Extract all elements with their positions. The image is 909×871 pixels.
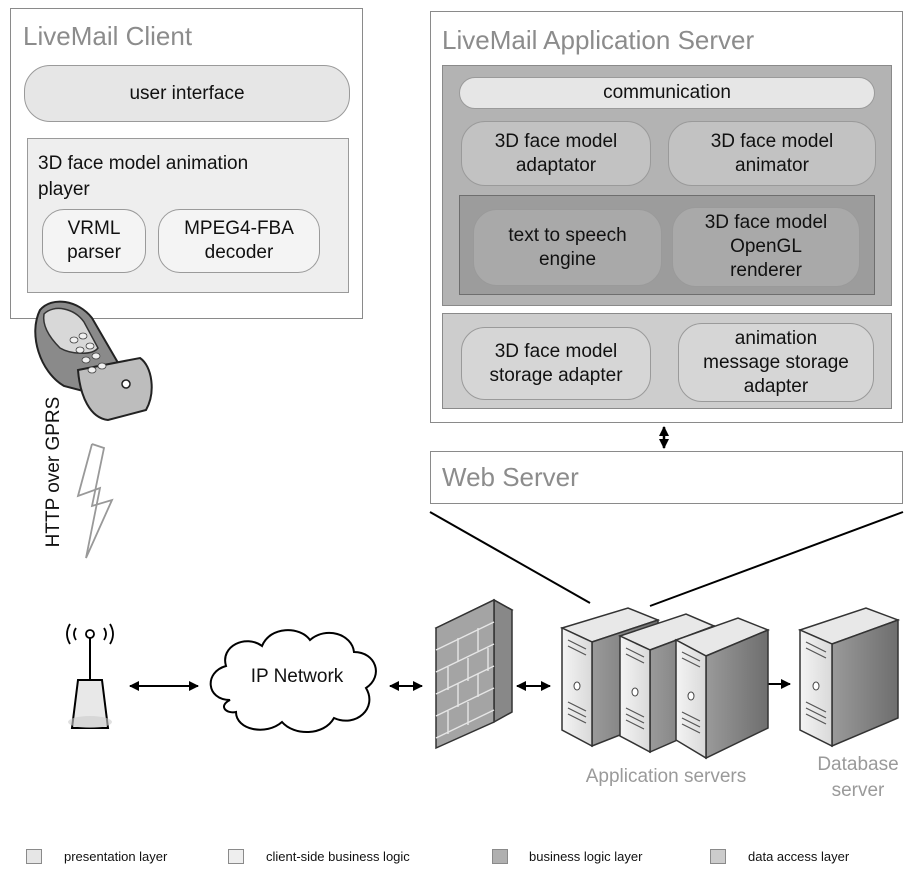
- database-server-label: Database server: [817, 754, 899, 801]
- opengl-renderer-box: 3D face model OpenGL renderer: [672, 207, 860, 287]
- legend-swatch-business-logic: [492, 849, 508, 864]
- mpeg4-decoder-box: MPEG4-FBA decoder: [158, 209, 320, 273]
- http-over-gprs-label: HTTP over GPRS: [43, 396, 64, 548]
- application-servers-icon: [559, 607, 770, 760]
- vrml-parser-box: VRML parser: [42, 209, 146, 273]
- client-title: LiveMail Client: [23, 21, 193, 51]
- firewall-icon: [434, 598, 514, 750]
- web-server-title: Web Server: [442, 462, 579, 492]
- legend-label-presentation: presentation layer: [64, 849, 168, 864]
- data-access-area: 3D face model storage adapter animation …: [442, 313, 892, 409]
- application-servers-label: Application servers: [585, 766, 747, 787]
- application-server-title: LiveMail Application Server: [442, 25, 755, 55]
- ip-network-cloud-icon: [209, 629, 377, 734]
- legend-label-business-logic: business logic layer: [529, 849, 643, 864]
- webserver-link-right: [649, 511, 904, 607]
- application-server-panel: LiveMail Application Server communicatio…: [430, 11, 903, 423]
- ip-network-label: IP Network: [250, 666, 344, 687]
- face-model-storage-adapter-box: 3D face model storage adapter: [461, 327, 651, 400]
- livemail-client-panel: LiveMail Client user interface 3D face m…: [10, 8, 363, 319]
- business-logic-area: communication 3D face model adaptator 3D…: [442, 65, 892, 306]
- wireless-signal-icon: [76, 443, 114, 559]
- animation-player-title: 3D face model animation player: [38, 153, 249, 200]
- antenna-icon: [66, 623, 114, 729]
- message-storage-adapter-box: animation message storage adapter: [678, 323, 874, 402]
- legend-swatch-data-access: [710, 849, 726, 864]
- text-to-speech-engine-box: text to speech engine: [473, 209, 662, 286]
- legend-swatch-presentation: [26, 849, 42, 864]
- face-model-adaptator-box: 3D face model adaptator: [461, 121, 651, 186]
- server-tower-3: [674, 617, 770, 760]
- legend-label-client-logic: client-side business logic: [266, 849, 410, 864]
- legend-label-data-access: data access layer: [748, 849, 850, 864]
- webserver-link-left: [429, 511, 591, 604]
- mobile-phone-icon: [34, 300, 153, 422]
- communication-box: communication: [459, 77, 875, 109]
- user-interface-box: user interface: [24, 65, 350, 122]
- database-server-icon: [797, 607, 901, 748]
- legend-swatch-client-logic: [228, 849, 244, 864]
- animation-player-box: 3D face model animation player VRML pars…: [27, 138, 349, 293]
- rendering-area: text to speech engine 3D face model Open…: [459, 195, 875, 295]
- face-model-animator-box: 3D face model animator: [668, 121, 876, 186]
- web-server-panel: Web Server: [430, 451, 903, 504]
- legend: presentation layer client-side business …: [26, 848, 896, 866]
